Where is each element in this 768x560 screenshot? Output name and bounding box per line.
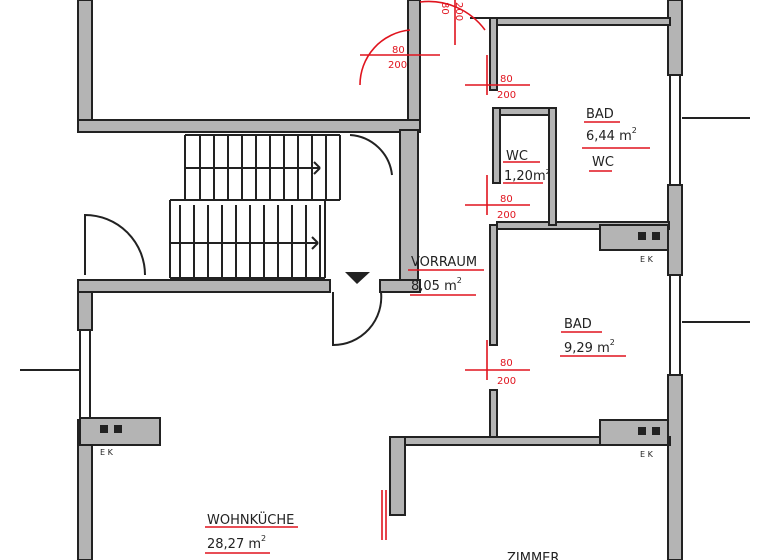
room-name-wc: WC [506,149,528,164]
stair-tread [311,236,319,244]
door-height: 200 [497,210,516,221]
door-width: 80 [392,45,405,56]
superscript: 2 [457,276,462,285]
door-width: 80 [500,74,513,85]
door-height: 200 [388,60,407,71]
door-width: 80 [439,2,450,15]
room-name-bad: BAD [564,317,592,332]
room-name-vorraum: VORRAUM [411,255,477,270]
stair-tread [313,161,321,169]
door-width: 80 [500,358,513,369]
room-area-line: 6,44 m2 [586,126,637,144]
shaft-label: E K [100,448,114,457]
superscript: 2 [546,168,550,176]
shaft-markers: E K E K E K [100,232,660,459]
door-height: 200 [497,376,516,387]
stair-tread [311,242,319,250]
room-area-line: 1,20m2 [504,168,550,184]
room-name-zimmer: ZIMMER [507,551,559,560]
shaft-label: E K [640,450,654,459]
door-swings [20,0,750,371]
room-area: 9,29 m [564,341,610,356]
room-area-line: 8,05 m2 [411,276,462,294]
superscript: 2 [610,338,615,347]
room-area: 28,27 m [207,537,261,552]
stair-tread [313,167,321,175]
door-height: 200 [453,2,464,21]
superscript: 2 [261,534,266,543]
room-labels: BAD 6,44 m2 WC WC 1,20m2 VORRAUM 8,05 m2… [205,107,650,560]
door-height: 200 [497,90,516,101]
shaft-label: E K [640,255,654,264]
room-area: 6,44 m [586,129,632,144]
room-area: 1,20m [504,169,546,184]
room-area: 8,05 m [411,279,457,294]
superscript: 2 [632,126,637,135]
room-note: WC [592,155,614,170]
staircase [169,134,341,279]
room-name-wohnkueche: WOHNKÜCHE [207,511,294,528]
walls [77,0,683,560]
room-area-line: 28,27 m2 [207,534,266,552]
door-width: 80 [500,194,513,205]
room-area-line: 9,29 m2 [564,338,615,356]
room-name-bad: BAD [586,107,614,122]
